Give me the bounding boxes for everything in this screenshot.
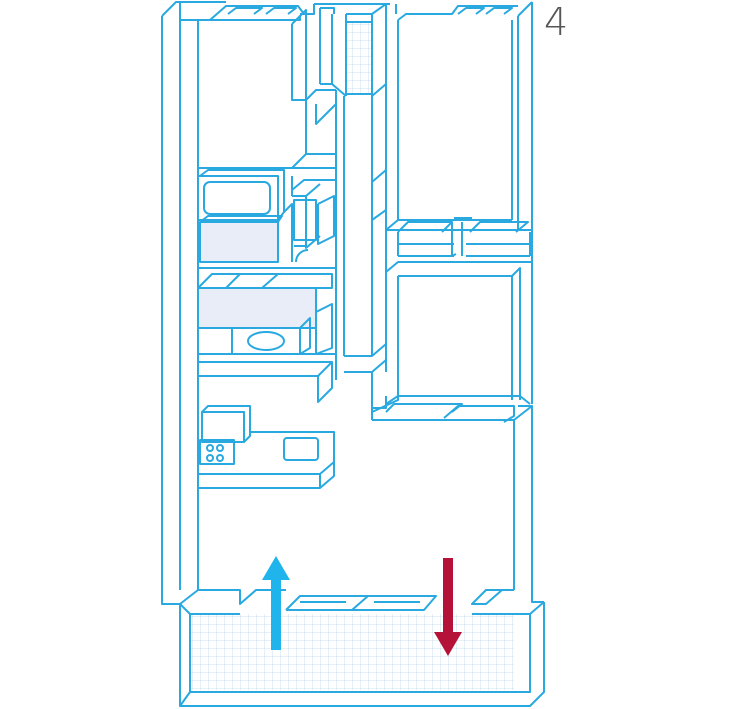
room-bedroom-top-right bbox=[385, 20, 532, 257]
room-kitchen bbox=[198, 361, 335, 489]
room-laundry bbox=[197, 273, 336, 355]
room-bedroom-top-left bbox=[198, 9, 337, 169]
balcony-door bbox=[285, 595, 437, 611]
top-windows bbox=[209, 3, 518, 21]
service-shaft bbox=[319, 7, 387, 97]
page-number: 4 bbox=[544, 0, 569, 44]
corridor-walls bbox=[335, 84, 387, 380]
balcony bbox=[179, 601, 545, 707]
down-arrow-icon bbox=[434, 558, 462, 656]
up-arrow-icon bbox=[262, 556, 290, 650]
room-bedroom-middle-right bbox=[371, 261, 532, 423]
room-bathroom bbox=[197, 169, 336, 269]
room-wc bbox=[291, 179, 336, 263]
